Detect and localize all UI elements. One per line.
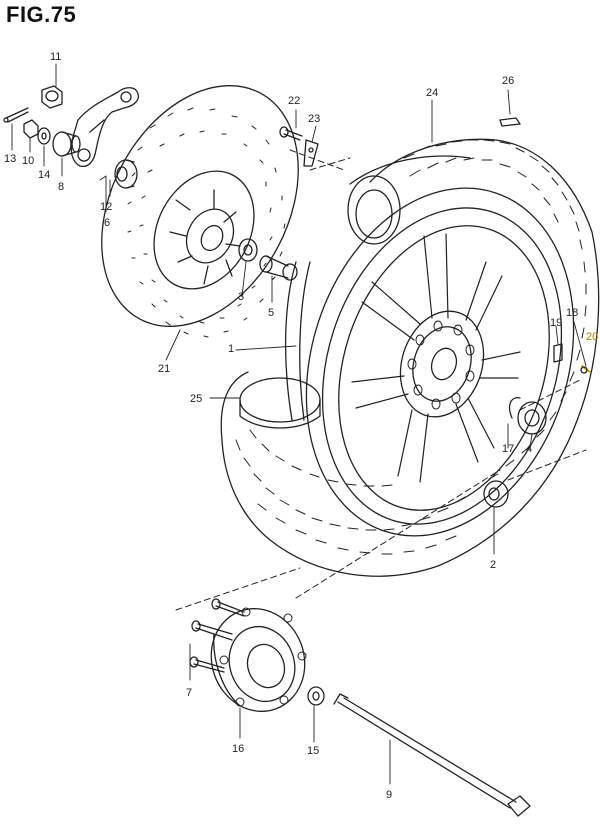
callout-11: 11 bbox=[50, 51, 61, 63]
bolt-5 bbox=[259, 255, 298, 281]
callout-23: 23 bbox=[308, 113, 320, 125]
washer-15 bbox=[307, 686, 325, 706]
cotter-pin-13 bbox=[3, 107, 29, 123]
wheel-hub bbox=[399, 310, 485, 418]
callout-9: 9 bbox=[386, 789, 392, 801]
assembly-lines bbox=[175, 149, 587, 611]
callout-5: 5 bbox=[268, 307, 274, 319]
callout-10: 10 bbox=[22, 155, 34, 167]
callout-13: 13 bbox=[4, 153, 16, 165]
valve-20 bbox=[580, 365, 591, 374]
callout-1: 1 bbox=[228, 343, 234, 355]
oil-seal-17 bbox=[508, 397, 521, 419]
axle-9 bbox=[333, 693, 531, 817]
callout-22: 22 bbox=[288, 95, 300, 107]
sprocket-drum bbox=[210, 607, 307, 712]
caliper-bracket bbox=[70, 87, 140, 168]
spacer-8 bbox=[52, 131, 81, 157]
valve-cap-26 bbox=[499, 117, 521, 127]
callout-21: 21 bbox=[158, 363, 170, 375]
balancer-weight-19 bbox=[553, 343, 563, 363]
callout-8: 8 bbox=[58, 181, 64, 193]
nut-11 bbox=[41, 85, 63, 109]
tire bbox=[220, 138, 600, 577]
callout-19: 19 bbox=[550, 317, 562, 329]
leader-lines bbox=[11, 63, 587, 785]
figure-title: FIG.75 bbox=[6, 2, 77, 27]
callout-20: 20 bbox=[586, 331, 598, 343]
spacer-2 bbox=[483, 480, 509, 508]
callout-12: 12 bbox=[100, 201, 112, 213]
collar-3 bbox=[238, 238, 258, 262]
lock-plate-23 bbox=[303, 139, 319, 167]
callout-15: 15 bbox=[307, 745, 319, 757]
washer-14 bbox=[37, 127, 51, 145]
bushing-6 bbox=[114, 159, 138, 189]
callout-18: 18 bbox=[566, 307, 578, 319]
callout-7: 7 bbox=[186, 687, 192, 699]
wheel-spokes bbox=[351, 233, 521, 483]
callout-labels: 11 13 10 14 8 12 6 22 23 26 24 3 5 21 1 … bbox=[4, 51, 598, 801]
callout-24: 24 bbox=[426, 87, 438, 99]
brake-disc bbox=[101, 85, 299, 338]
callout-14: 14 bbox=[38, 169, 50, 181]
bolt-22 bbox=[279, 126, 303, 141]
stud-bolts-7 bbox=[189, 598, 245, 673]
callout-26: 26 bbox=[502, 75, 514, 87]
callout-6: 6 bbox=[104, 217, 110, 229]
callout-3: 3 bbox=[238, 291, 244, 303]
callout-4: 4 bbox=[526, 443, 532, 455]
callout-17: 17 bbox=[502, 443, 514, 455]
callout-25: 25 bbox=[190, 393, 202, 405]
callout-2: 2 bbox=[490, 559, 496, 571]
callout-16: 16 bbox=[232, 743, 244, 755]
nut-10 bbox=[23, 119, 39, 139]
wheel-rim bbox=[284, 187, 575, 537]
